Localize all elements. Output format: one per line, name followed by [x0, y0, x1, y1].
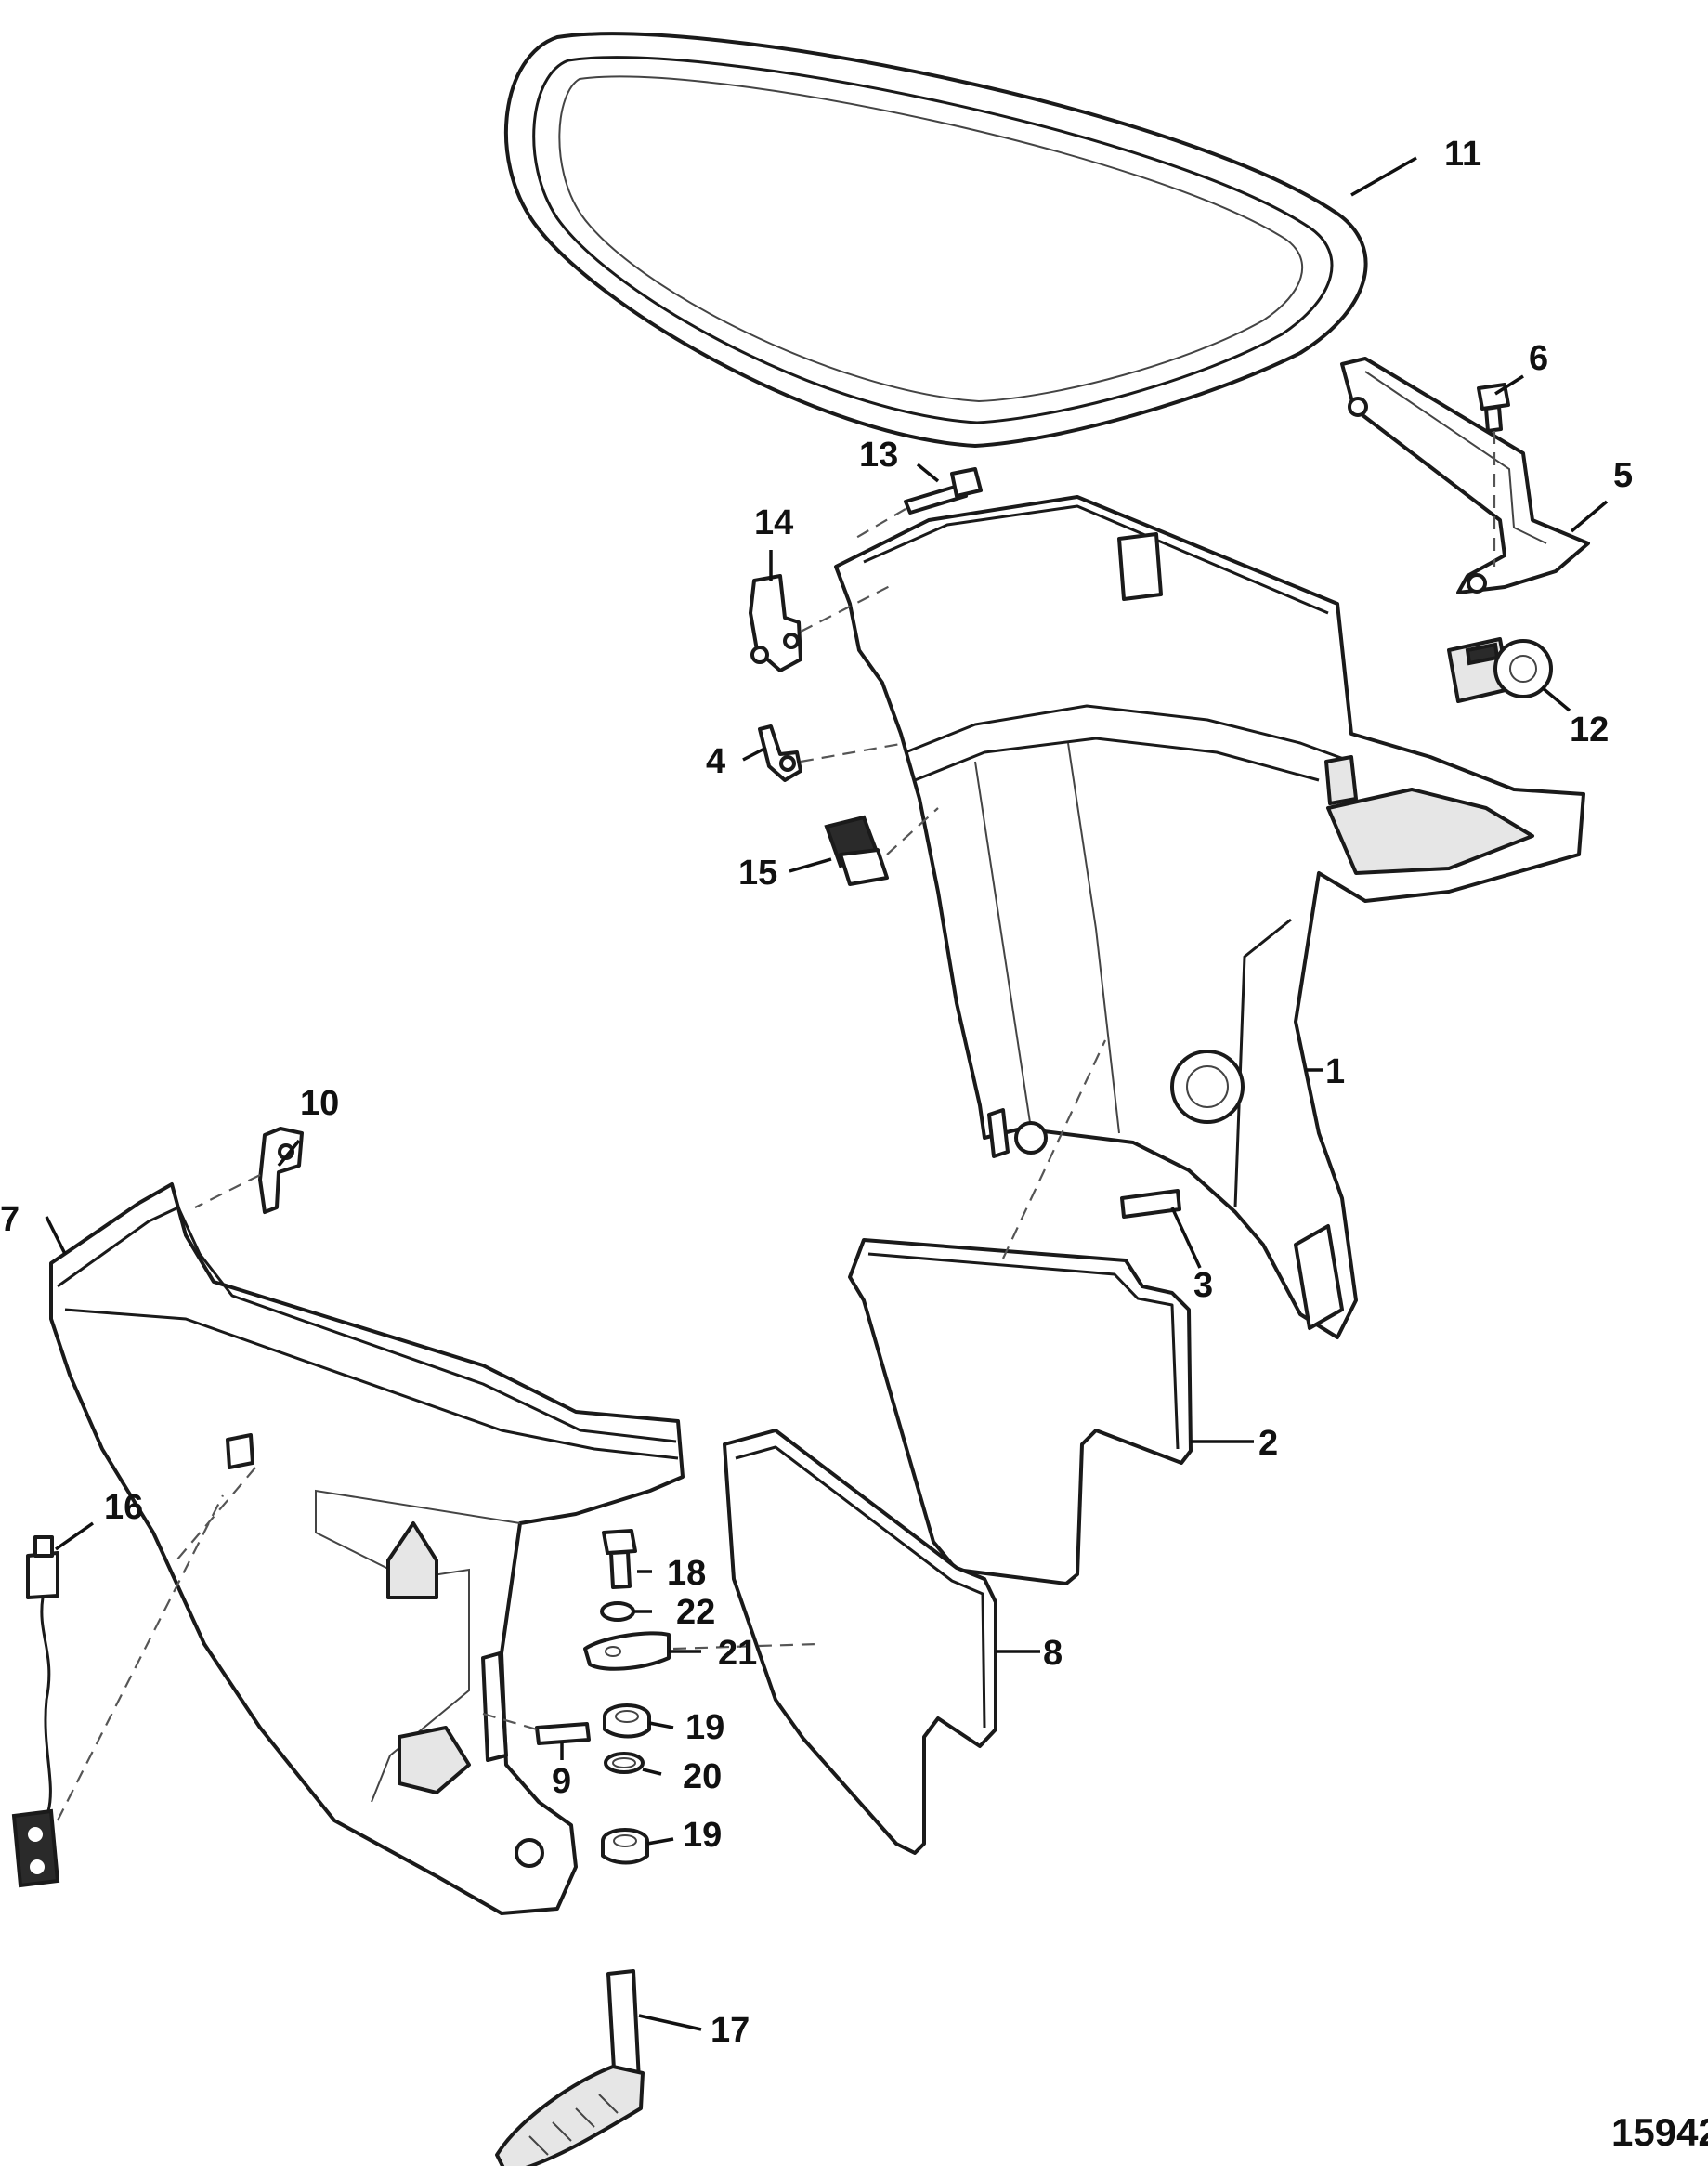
part-7-lower-cowl: [49, 1182, 685, 1915]
leader-19b: [646, 1837, 674, 1846]
leader-5: [1570, 500, 1609, 533]
callout-16: 16: [104, 1488, 143, 1527]
leader-11: [1350, 156, 1417, 197]
leader-17: [638, 2014, 702, 2031]
leader-4: [742, 746, 767, 762]
part-12-latch: [1447, 637, 1553, 703]
callout-8: 8: [1043, 1634, 1063, 1673]
part-5-trim: [1340, 357, 1590, 594]
part-15-receiver: [824, 807, 939, 886]
part-4-clip: [758, 724, 906, 782]
callout-21: 21: [718, 1634, 757, 1673]
callout-19a: 19: [685, 1708, 724, 1747]
part-19b-bushing: [601, 1828, 649, 1865]
leader-12: [1540, 685, 1571, 712]
leader-lines: [45, 156, 1609, 2031]
leader-6: [1494, 374, 1524, 396]
part-19a-bushing: [603, 1703, 651, 1739]
part-17-lever: [495, 1969, 645, 2166]
callout-4: 4: [706, 742, 725, 781]
figure-number: 15942: [1611, 2110, 1708, 2154]
part-18-bolt: [602, 1529, 637, 1589]
leader-13: [916, 463, 940, 483]
part-13-bolt: [854, 467, 983, 540]
callout-20: 20: [683, 1757, 722, 1796]
part-2-panel: [848, 1039, 1193, 1585]
part-14-bracket: [749, 574, 893, 672]
leader-15: [789, 857, 832, 873]
part-16-harness: [11, 1494, 224, 1888]
part-3-plate: [1120, 1189, 1181, 1219]
callout-15: 15: [738, 854, 777, 893]
leader-3: [1170, 1207, 1202, 1269]
callout-2: 2: [1258, 1424, 1278, 1463]
part-1-upper-cowl: [834, 495, 1585, 1339]
leader-19a: [648, 1721, 674, 1729]
leader-16: [54, 1521, 95, 1551]
part-9-plate: [482, 1712, 591, 1745]
leader-7: [45, 1216, 67, 1255]
part-10-latch: [194, 1127, 304, 1214]
part-11-seal: [503, 32, 1368, 448]
leader-10: [277, 1139, 301, 1168]
callout-10: 10: [300, 1084, 339, 1123]
part-21-arm: [583, 1631, 818, 1671]
callout-13: 13: [859, 436, 898, 475]
callout-12: 12: [1570, 711, 1609, 750]
part-20-oring: [604, 1752, 645, 1774]
callout-1: 1: [1325, 1052, 1345, 1091]
part-22-washer: [600, 1601, 635, 1622]
callout-22: 22: [676, 1593, 715, 1632]
leader-20: [642, 1768, 662, 1776]
callout-11: 11: [1444, 135, 1481, 174]
part-8-panel: [723, 1429, 997, 1855]
callout-6: 6: [1529, 339, 1548, 378]
callout-19b: 19: [683, 1816, 722, 1855]
callout-14: 14: [754, 503, 793, 542]
callout-7: 7: [0, 1200, 20, 1239]
callout-3: 3: [1193, 1266, 1213, 1305]
callout-18: 18: [667, 1554, 706, 1593]
callout-9: 9: [552, 1762, 571, 1801]
callout-5: 5: [1613, 456, 1633, 495]
callout-labels: 11 6 5 12 13 14 4 15 1 3 2 8 10 7 16 18 …: [0, 135, 1633, 2050]
callout-17: 17: [711, 2011, 750, 2050]
